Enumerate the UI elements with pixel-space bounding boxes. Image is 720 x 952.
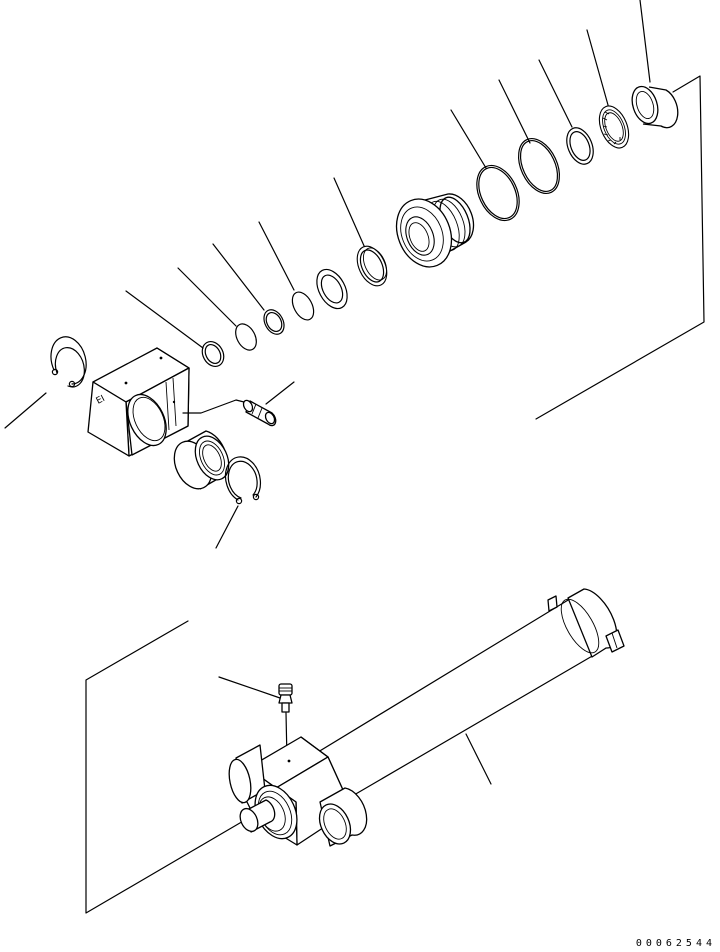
bushing-top-part: [631, 85, 679, 129]
leader-cylinder-tube: [465, 733, 492, 785]
leader-snap-ring-small: [538, 59, 573, 128]
block-mark-label: EI: [95, 394, 107, 407]
leader-snap-ring-bottom: [215, 505, 239, 549]
dust-seal-part: [598, 105, 630, 149]
leader-snap-ring-left: [4, 392, 47, 429]
snap-ring-bottom-part: [224, 456, 262, 505]
small-ring-part: [263, 309, 285, 335]
leader-retaining-ring: [125, 290, 204, 349]
leader-dust-seal: [586, 29, 609, 106]
leader-backup-ring: [333, 177, 366, 249]
snap-ring-small-part: [566, 127, 594, 165]
leader-o-ring-2: [498, 79, 531, 144]
grease-fitting-block-part: [182, 399, 277, 427]
snap-ring-left-part: [50, 336, 87, 388]
plug-part: [235, 323, 257, 351]
leader-grease-fitting-tube: [218, 676, 281, 699]
leader-disc: [258, 221, 295, 291]
spherical-bushing-part: [173, 430, 230, 490]
o-ring-2-part: [517, 138, 561, 194]
drawing-reference-code: 00062544: [635, 938, 716, 949]
assembly-boundary-lower: [85, 620, 246, 914]
backup-ring-part: [356, 245, 388, 287]
rod-end-block-part: EI: [87, 347, 190, 457]
disc-part: [291, 291, 315, 321]
leader-small-ring: [212, 243, 265, 311]
cylinder-head-part: [395, 193, 475, 268]
leader-bushing-top: [639, 0, 651, 83]
cylinder-tube-part: [228, 588, 625, 847]
leader-lines: [4, 0, 651, 785]
o-ring-1-part: [476, 164, 520, 222]
leader-washer: [177, 267, 237, 327]
leader-o-ring-1: [450, 109, 487, 169]
assembly-boundary-upper: [535, 75, 705, 420]
retaining-ring-part: [201, 340, 225, 368]
grease-fitting-tube-part: [278, 683, 293, 761]
washer-part: [316, 268, 348, 310]
leader-grease-fitting-block: [265, 381, 295, 405]
